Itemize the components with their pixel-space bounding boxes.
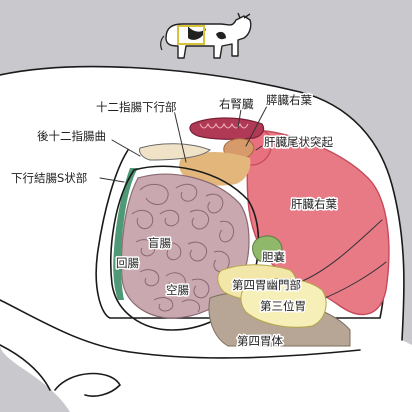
leader-lines — [99, 103, 269, 183]
liver-lobe-line-2 — [319, 261, 387, 301]
label-caudate-process: 肝臓尾状突起 — [264, 135, 333, 149]
leg-outline — [0, 344, 121, 397]
right-kidney — [189, 117, 265, 140]
duodenum-descending — [139, 143, 211, 161]
label-omasum: 第三位胃 — [260, 299, 306, 313]
label-abomasum-body: 第四胃体 — [237, 334, 283, 348]
fat-region — [179, 152, 251, 186]
label-caudal-flexure: 後十二指腸曲 — [37, 129, 106, 143]
liver-lobe-line — [299, 219, 383, 283]
label-gallbladder: 胆嚢 — [262, 250, 285, 264]
label-jejunum: 空腸 — [166, 283, 189, 297]
label-duodenum-descending: 十二指腸下行部 — [96, 100, 177, 114]
body-wall-outline — [0, 65, 405, 341]
label-pancreas-right-lobe: 膵臓右葉 — [266, 93, 312, 107]
label-sigmoid-colon: 下行結腸S状部 — [11, 171, 87, 185]
label-liver-right-lobe: 肝臓右葉 — [291, 197, 337, 211]
ventral-outline — [0, 299, 361, 359]
cow-icon — [160, 12, 252, 59]
descending-colon-sigmoid — [113, 168, 138, 300]
label-abomasum-pylorus: 第四胃幽門部 — [232, 278, 301, 292]
label-ileum: 回腸 — [116, 256, 139, 270]
gallbladder — [252, 235, 283, 263]
omasum — [240, 278, 327, 328]
label-cecum: 盲腸 — [148, 236, 171, 250]
label-right-kidney: 右腎臓 — [219, 97, 254, 111]
